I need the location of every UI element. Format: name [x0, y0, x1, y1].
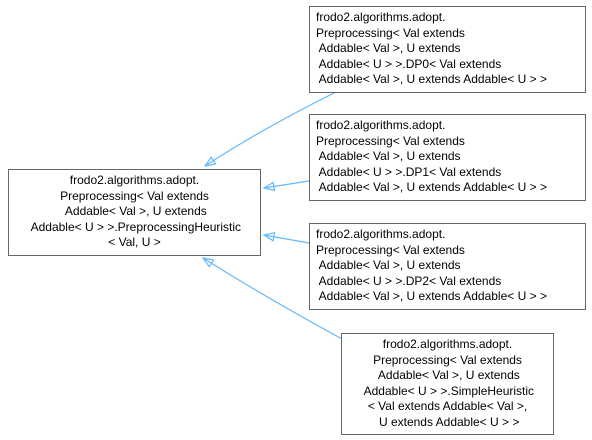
edge-simpleheuristic-to-base [203, 258, 345, 341]
node-line: Preprocessing< Val extends [316, 25, 465, 40]
node-line: < Val, U > [108, 235, 161, 249]
node-line: Preprocessing< Val extends [316, 242, 465, 257]
node-line: frodo2.algorithms.adopt. [382, 337, 513, 351]
node-line: Addable< Val >, U extends Addable< U > > [316, 289, 547, 303]
node-line: Addable< Val >, U extends [316, 149, 461, 163]
edge-dp2-to-base [264, 235, 310, 244]
node-line: Addable< U > >.DP1< Val extends [316, 164, 502, 179]
class-node-dp2[interactable]: frodo2.algorithms.adopt. Preprocessing< … [309, 223, 586, 310]
node-line: Addable< U > >.SimpleHeuristic [360, 383, 535, 398]
node-line: Preprocessing< Val extends [373, 352, 522, 367]
class-node-dp1[interactable]: frodo2.algorithms.adopt. Preprocessing< … [309, 114, 586, 201]
node-line: Addable< U > >.DP0< Val extends [316, 56, 502, 71]
edge-dp1-to-base [264, 180, 310, 188]
edge-dp0-to-base [205, 92, 335, 166]
node-line: Preprocessing< Val extends [60, 188, 209, 203]
node-line: Addable< Val >, U extends Addable< U > > [316, 180, 547, 194]
node-line: Addable< U > >.PreprocessingHeuristic [27, 219, 242, 234]
node-line: Addable< Val >, U extends [62, 204, 207, 218]
node-line: frodo2.algorithms.adopt. [316, 227, 446, 241]
node-line: < Val extends Addable< Val >, [367, 399, 528, 413]
node-line: Addable< Val >, U extends Addable< U > > [316, 72, 547, 86]
node-line: Preprocessing< Val extends [316, 133, 465, 148]
class-node-preprocessing-heuristic[interactable]: frodo2.algorithms.adopt. Preprocessing< … [8, 169, 261, 256]
node-line: Addable< Val >, U extends [316, 41, 461, 55]
node-line: Addable< Val >, U extends [316, 258, 461, 272]
node-line: Addable< U > >.DP2< Val extends [316, 273, 502, 288]
class-node-simple-heuristic[interactable]: frodo2.algorithms.adopt. Preprocessing< … [341, 333, 554, 435]
class-node-dp0[interactable]: frodo2.algorithms.adopt. Preprocessing< … [309, 6, 586, 93]
node-line: frodo2.algorithms.adopt. [316, 118, 446, 132]
node-line: frodo2.algorithms.adopt. [69, 173, 200, 187]
node-line: frodo2.algorithms.adopt. [316, 10, 446, 24]
node-line: U extends Addable< U > > [375, 414, 520, 429]
node-line: Addable< Val >, U extends [375, 368, 520, 382]
